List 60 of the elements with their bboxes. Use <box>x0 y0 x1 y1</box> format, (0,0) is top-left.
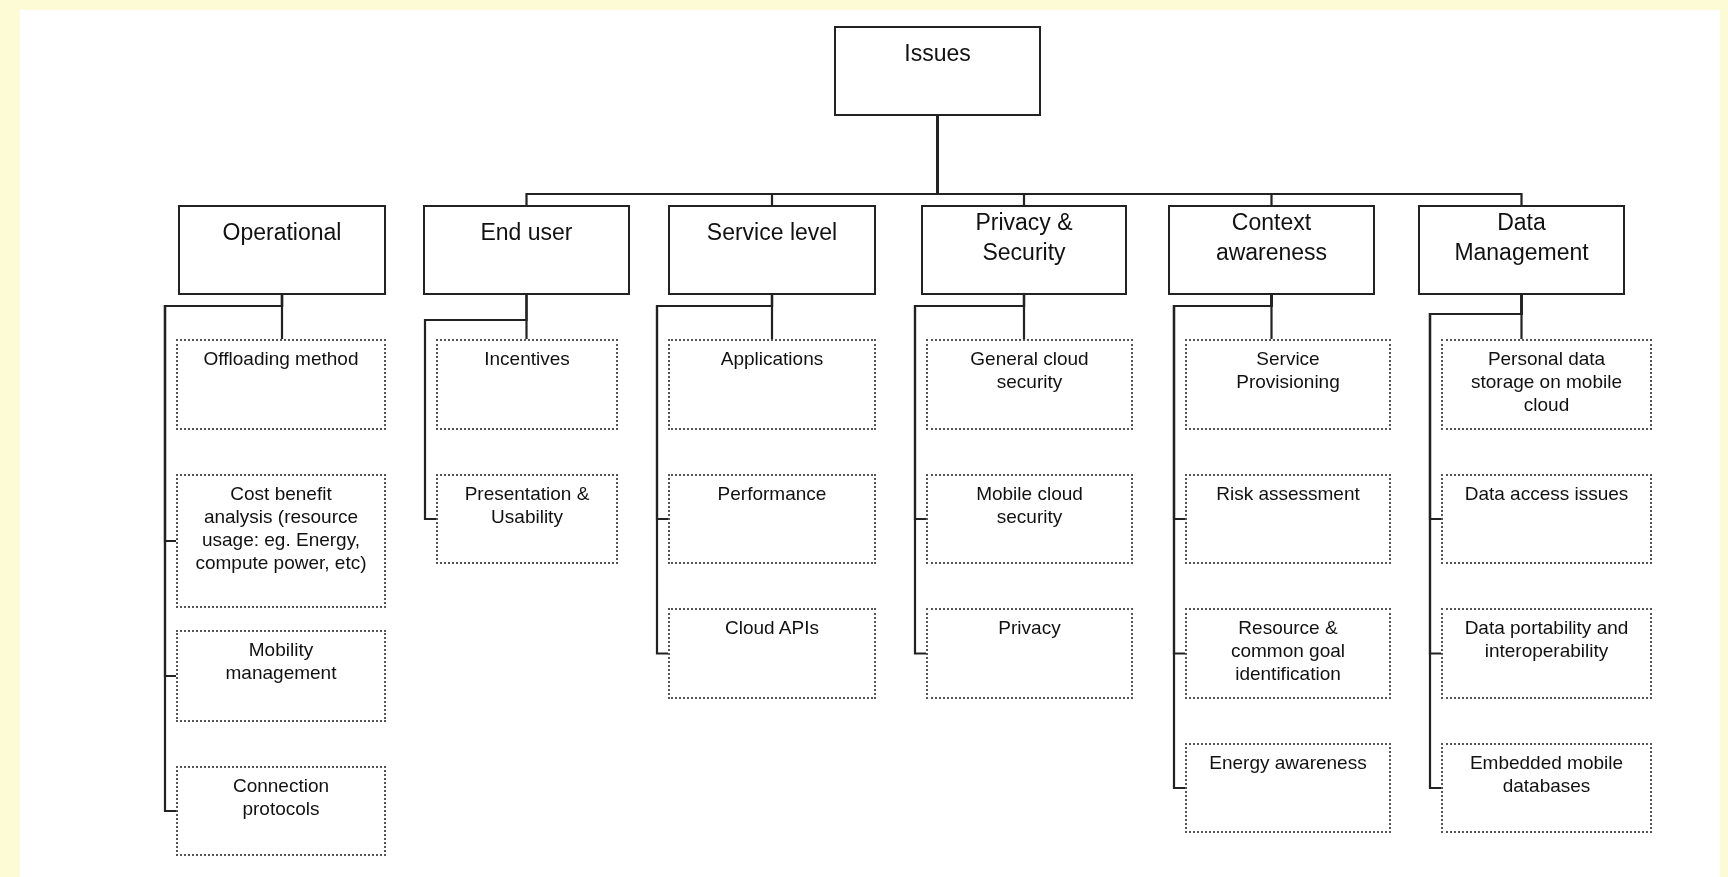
connector-line <box>1428 295 1523 790</box>
dotted-box <box>926 339 1133 430</box>
node-label: Service level <box>706 218 838 247</box>
category-box <box>668 205 876 295</box>
dotted-box <box>926 474 1133 564</box>
node-label: Connection protocols <box>231 774 331 820</box>
dotted-box <box>176 630 386 722</box>
connector-line <box>423 295 528 521</box>
dotted-box <box>1441 474 1652 564</box>
dotted-box <box>176 339 386 430</box>
node-label: Privacy & Security <box>974 208 1074 267</box>
node-label: Data access issues <box>1464 482 1629 505</box>
node-label: Privacy <box>998 616 1061 639</box>
dotted-box <box>1185 474 1391 564</box>
node-label: General cloud security <box>969 347 1090 393</box>
dotted-box <box>1441 608 1652 699</box>
node-label: Risk assessment <box>1216 482 1360 505</box>
node-label: Operational <box>222 218 342 247</box>
category-box <box>1418 205 1625 295</box>
node-label: End user <box>480 218 573 247</box>
dotted-box <box>1185 608 1391 699</box>
connector-line <box>163 295 284 813</box>
node-label: Data Management <box>1454 208 1589 267</box>
dotted-box <box>436 339 618 430</box>
node-label: Cloud APIs <box>725 616 819 639</box>
node-label: Mobile cloud security <box>975 482 1084 528</box>
dotted-box <box>176 474 386 608</box>
node-label: Mobility management <box>224 638 338 684</box>
node-label: Resource & common goal identification <box>1229 616 1347 685</box>
connector-line <box>655 295 774 655</box>
connector-line <box>913 295 1026 655</box>
category-box <box>834 26 1041 116</box>
dotted-box <box>436 474 618 564</box>
connector-line <box>1172 295 1273 790</box>
node-label: Personal data storage on mobile cloud <box>1469 347 1623 416</box>
dotted-box <box>668 339 876 430</box>
node-label: Service Provisioning <box>1235 347 1341 393</box>
dotted-box <box>176 766 386 856</box>
category-box <box>921 205 1127 295</box>
node-label: Energy awareness <box>1209 751 1367 774</box>
node-label: Performance <box>717 482 827 505</box>
node-label: Embedded mobile databases <box>1468 751 1625 797</box>
dotted-box <box>668 608 876 699</box>
dotted-box <box>1441 743 1652 833</box>
node-label: Presentation & Usability <box>463 482 591 528</box>
category-box <box>1168 205 1375 295</box>
node-label: Incentives <box>484 347 570 370</box>
dotted-box <box>668 474 876 564</box>
dotted-box <box>1185 339 1391 430</box>
node-label: Offloading method <box>203 347 359 370</box>
node-label: Issues <box>904 39 971 68</box>
node-label: Data portability and interoperability <box>1463 616 1630 662</box>
dotted-box <box>926 608 1133 699</box>
dotted-box <box>1185 743 1391 833</box>
category-box <box>423 205 630 295</box>
node-label: Context awareness <box>1214 208 1329 267</box>
category-box <box>178 205 386 295</box>
node-label: Cost benefit analysis (resource usage: eg. Energy, compute power, etc) <box>194 482 368 574</box>
node-label: Applications <box>720 347 824 370</box>
dotted-box <box>1441 339 1652 430</box>
